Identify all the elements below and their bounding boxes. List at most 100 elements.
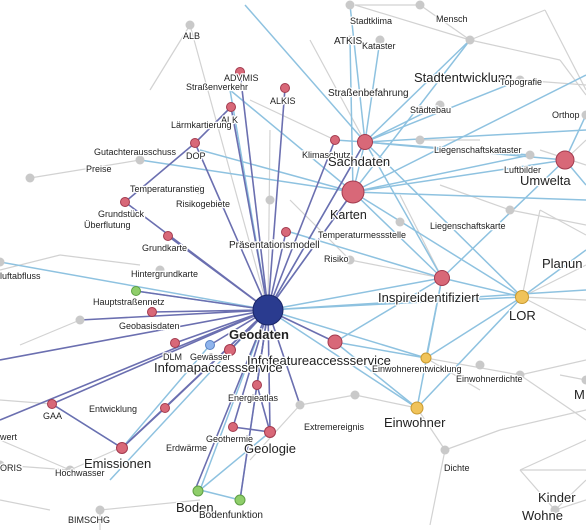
node-geologie[interactable] <box>264 426 276 438</box>
label-luftbilder: Luftbilder <box>504 165 541 175</box>
label-bimschg: BIMSCHG <box>68 515 110 525</box>
node-umwelt[interactable] <box>555 150 575 170</box>
node-temperaturanstieg[interactable] <box>195 185 205 195</box>
label-advmis: ADVMIS <box>224 73 259 83</box>
node-mensch[interactable] <box>415 0 425 10</box>
node-einwohnerentwicklung[interactable] <box>475 360 485 370</box>
node-dop[interactable] <box>190 138 200 148</box>
node-praesentationsmodell[interactable] <box>281 227 291 237</box>
label-geothermie: Geothermie <box>206 434 253 444</box>
node-liegenschaftskataster[interactable] <box>525 150 535 160</box>
label-sachdaten: Sachdaten <box>328 154 390 169</box>
node-oris[interactable] <box>0 460 5 470</box>
label-planung: Planun <box>542 256 582 271</box>
node-einwohnerdichte[interactable] <box>515 370 525 380</box>
node-bimschg[interactable] <box>95 505 105 515</box>
node-energieatlas[interactable] <box>295 400 305 410</box>
node-hintergrundkarte[interactable] <box>155 265 165 275</box>
label-liegenschaftskarte: Liegenschaftskarte <box>430 221 506 231</box>
node-liegenschaftskarte[interactable] <box>505 205 515 215</box>
node-gaa[interactable] <box>47 399 57 409</box>
label-stadtklima: Stadtklima <box>350 16 392 26</box>
node-karten[interactable] <box>341 180 365 204</box>
node-temperaturmessstelle[interactable] <box>395 217 405 227</box>
grey-nodes[interactable] <box>0 0 586 515</box>
label-m: M <box>574 387 585 402</box>
label-wohnen: Wohne <box>522 508 563 523</box>
label-alkis: ALKIS <box>270 96 296 106</box>
node-lor[interactable] <box>515 290 529 304</box>
label-orthophoto: Orthop <box>552 110 580 120</box>
node-kinder[interactable] <box>550 505 560 515</box>
label-risiko: Risiko <box>324 254 349 264</box>
label-extremereignis: Extremereignis <box>304 422 365 432</box>
label-karten: Karten <box>330 208 367 222</box>
label-energieatlas: Energieatlas <box>228 393 279 403</box>
node-hochwasser[interactable] <box>65 465 75 475</box>
node-boden[interactable] <box>192 485 204 497</box>
links-grey <box>0 4 586 530</box>
node-kataster[interactable] <box>375 35 385 45</box>
node-einwohner[interactable] <box>410 401 424 415</box>
label-geodaten: Geodaten <box>229 327 289 342</box>
node-geodaten[interactable] <box>252 294 284 326</box>
node-emissionen[interactable] <box>116 442 128 454</box>
node-strassenbefahrung[interactable] <box>435 100 445 110</box>
node-einwohnerentwicklung-y[interactable] <box>420 352 432 364</box>
node-luftabfluss[interactable] <box>0 257 5 267</box>
node-advmis[interactable] <box>235 67 245 77</box>
label-inspireidentifiziert: Inspireidentifiziert <box>378 290 480 305</box>
node-infomapaccessservice[interactable] <box>224 344 236 356</box>
node-grundkarte[interactable] <box>163 231 173 241</box>
label-gutachterausschuss: Gutachterausschuss <box>94 147 177 157</box>
label-dlm: DLM <box>163 352 182 362</box>
label-luftabfluss: luftabfluss <box>0 271 41 281</box>
node-m[interactable] <box>581 375 586 385</box>
node-atkis[interactable] <box>345 35 355 45</box>
node-hauptstrassennetz[interactable] <box>131 286 141 296</box>
label-atkis: ATKIS <box>334 36 362 47</box>
node-risiko[interactable] <box>345 255 355 265</box>
node-extremereignis[interactable] <box>350 390 360 400</box>
node-orthophoto[interactable] <box>581 110 586 120</box>
label-kinder: Kinder <box>538 490 576 505</box>
label-liegenschaftskataster: Liegenschaftskataster <box>434 145 522 155</box>
node-bodenfunktion[interactable] <box>234 494 246 506</box>
label-mensch: Mensch <box>436 14 468 24</box>
label-umwelt: Umwelta <box>520 173 571 188</box>
node-klimaschutz[interactable] <box>330 135 340 145</box>
node-stadtentwicklung[interactable] <box>465 35 475 45</box>
label-preise: Preise <box>86 164 112 174</box>
node-gewaesser[interactable] <box>205 340 215 350</box>
node-risikogebiete[interactable] <box>265 195 275 205</box>
label-temperaturanstieg: Temperaturanstieg <box>130 184 205 194</box>
node-grundstueck[interactable] <box>120 197 130 207</box>
label-topografie: Topografie <box>500 77 542 87</box>
node-entwicklung[interactable] <box>160 403 170 413</box>
node-alb[interactable] <box>185 20 195 30</box>
node-infofeatureaccessservice[interactable] <box>327 334 343 350</box>
node-geobasisdaten[interactable] <box>75 315 85 325</box>
node-topografie[interactable] <box>515 75 525 85</box>
node-geothermie[interactable] <box>228 422 238 432</box>
node-geobasisdaten-red[interactable] <box>147 307 157 317</box>
label-emissionen: Emissionen <box>84 456 151 471</box>
label-geobasisdaten: Geobasisdaten <box>119 321 180 331</box>
label-risikogebiete: Risikogebiete <box>176 199 230 209</box>
node-energieatlas-red[interactable] <box>252 380 262 390</box>
node-gutachterausschuss[interactable] <box>135 155 145 165</box>
node-staedtebau[interactable] <box>415 135 425 145</box>
red-nodes[interactable] <box>47 67 575 454</box>
links-hub <box>0 71 366 501</box>
label-dop: DOP <box>186 151 206 161</box>
node-alk[interactable] <box>226 102 236 112</box>
node-dlm[interactable] <box>170 338 180 348</box>
node-dichte[interactable] <box>440 445 450 455</box>
node-sachdaten[interactable] <box>357 134 373 150</box>
node-preise[interactable] <box>25 173 35 183</box>
node-stadtklima[interactable] <box>345 0 355 10</box>
node-alkis[interactable] <box>280 83 290 93</box>
node-inspireidentifiziert[interactable] <box>434 270 450 286</box>
label-boden: Boden <box>176 500 214 515</box>
